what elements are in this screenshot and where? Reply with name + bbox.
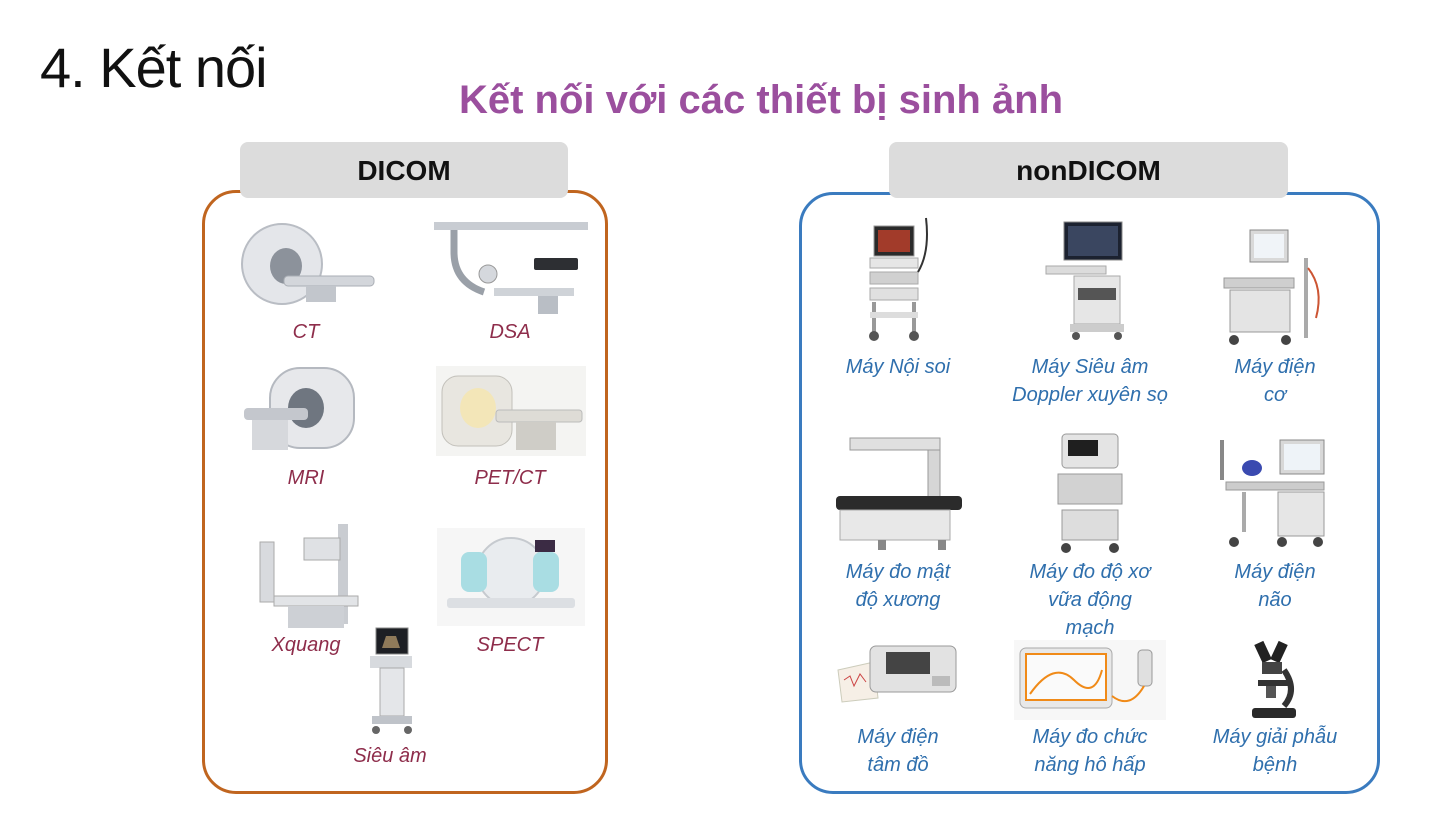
dicom-header: DICOM xyxy=(240,142,568,198)
device-label-noi-soi: Máy Nội soi xyxy=(845,356,951,378)
emg-cart-icon xyxy=(1223,229,1320,345)
dsa-angiography-icon xyxy=(434,222,588,314)
bone-densitometer-icon xyxy=(836,437,962,550)
device-label-mat-do-xuong: Máy đo mật độ xương xyxy=(845,561,951,611)
mri-scanner-icon xyxy=(244,367,355,450)
device-label-xo-vua: Máy đo độ xơ vữa động mạch xyxy=(1029,561,1151,639)
arteriosclerosis-device-icon xyxy=(1057,433,1123,553)
device-label-ct: CT xyxy=(292,321,320,343)
ultrasound-machine-icon xyxy=(370,627,412,734)
device-label-dien-nao: Máy điện não xyxy=(1234,561,1316,611)
device-label-dsa: DSA xyxy=(489,321,531,343)
device-label-xquang: Xquang xyxy=(271,634,341,656)
pet-ct-scanner-icon xyxy=(436,366,586,456)
microscope-icon xyxy=(1252,640,1296,718)
eeg-cart-icon xyxy=(1220,439,1325,547)
device-label-sieu-am: Siêu âm xyxy=(353,745,427,767)
slide-subtitle: Kết nối với các thiết bị sinh ảnh xyxy=(458,78,1064,122)
device-label-ho-hap: Máy đo chức năng hô hấp xyxy=(1032,726,1148,776)
device-label-dien-tam-do: Máy điện tâm đồ xyxy=(857,726,939,776)
device-label-spect: SPECT xyxy=(476,634,544,656)
spect-scanner-icon xyxy=(437,528,585,626)
endoscope-tower-icon xyxy=(869,217,928,341)
device-label-dien-co: Máy điện cơ xyxy=(1234,356,1316,406)
doppler-cart-icon xyxy=(1045,221,1124,340)
slide-title: 4. Kết nối xyxy=(40,36,268,99)
ecg-machine-icon xyxy=(837,645,957,703)
device-label-mri: MRI xyxy=(287,467,325,489)
device-label-giai-phau-benh: Máy giải phẫu bệnh xyxy=(1212,726,1338,776)
xray-machine-icon xyxy=(259,524,359,628)
ct-scanner-icon xyxy=(241,223,375,305)
device-label-doppler: Máy Siêu âm Doppler xuyên sọ xyxy=(1012,356,1168,406)
nondicom-header: nonDICOM xyxy=(889,142,1288,198)
device-label-pet-ct: PET/CT xyxy=(474,467,546,489)
spirometer-icon xyxy=(1014,640,1166,720)
